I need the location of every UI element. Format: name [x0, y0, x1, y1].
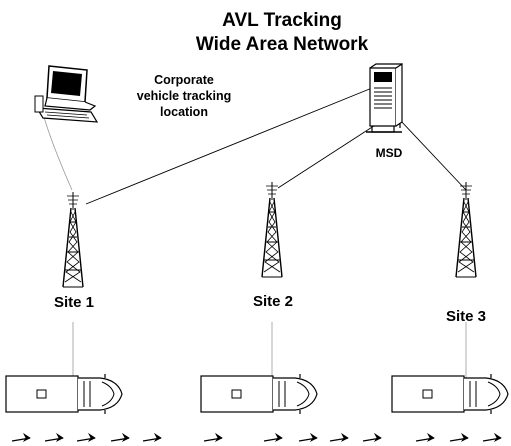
diagram-title-line-2: Wide Area Network [196, 34, 369, 55]
site-3-label: Site 3 [446, 308, 486, 325]
corporate-label-line-2: vehicle tracking [137, 89, 232, 103]
motion-arrow-icon [449, 433, 469, 442]
link-msd-site2 [277, 121, 381, 189]
link-computer-site1 [41, 109, 73, 191]
corporate-label-line-3: location [160, 105, 208, 119]
server-icon [366, 62, 403, 133]
link-msd-site1 [85, 87, 373, 205]
site-3-tower-icon [455, 181, 477, 278]
truck-2-icon [200, 373, 318, 415]
motion-arrow-icon [482, 433, 502, 442]
diagram-title-line-1: AVL Tracking [222, 10, 342, 31]
msd-label: MSD [376, 146, 403, 160]
corporate-label-line-1: Corporate [154, 73, 214, 87]
truck-1-icon [5, 373, 123, 415]
motion-arrow-icon [263, 433, 283, 442]
site-2-tower-icon [261, 181, 283, 278]
link-msd-site3 [399, 119, 467, 191]
motion-arrow-icon [110, 433, 130, 442]
motion-arrow-icon [415, 433, 435, 442]
network-links [41, 87, 467, 378]
motion-arrow-icon [362, 433, 382, 442]
motion-arrow-icon [329, 433, 349, 442]
motion-arrow-icon [76, 433, 96, 442]
motion-arrows [11, 433, 502, 442]
truck-3-icon [391, 373, 509, 415]
motion-arrow-icon [298, 433, 318, 442]
motion-arrow-icon [11, 433, 31, 442]
motion-arrow-icon [44, 433, 64, 442]
site-1-tower-icon [62, 191, 84, 288]
motion-arrow-icon [142, 433, 162, 442]
motion-arrow-icon [203, 433, 223, 442]
site-1-label: Site 1 [54, 294, 94, 311]
site-2-label: Site 2 [253, 293, 293, 310]
computer-icon [34, 65, 99, 123]
